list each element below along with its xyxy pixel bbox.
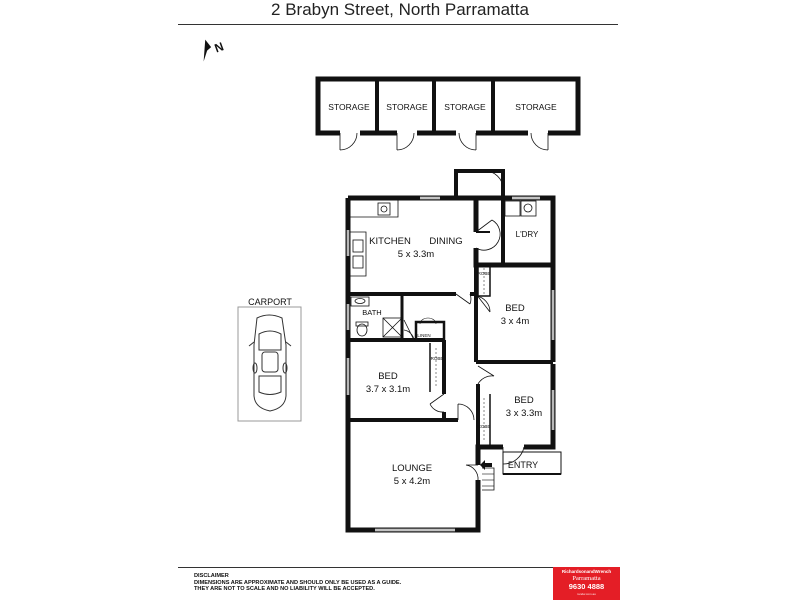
room-bed1-size: 3 x 4m (501, 316, 530, 327)
entry-arrow-icon (480, 460, 492, 470)
robe-rails (435, 268, 485, 440)
room-entry-label: ENTRY (508, 460, 538, 470)
disclaimer-line-2: THEY ARE NOT TO SCALE AND NO LIABILITY W… (194, 586, 375, 593)
page-title: 2 Brabyn Street, North Parramatta (271, 0, 529, 19)
carport (237, 306, 302, 422)
room-dining-size: 5 x 3.3m (398, 249, 435, 260)
room-linen-label: LINEN (417, 333, 430, 338)
agency-web: randw.com.au (577, 592, 596, 596)
agency-logo: RichardsonandWrench Parramatta 9630 4888… (553, 567, 620, 600)
room-bed2-label: BED (378, 371, 398, 382)
window-panes (346, 196, 555, 532)
robe-label-1: ROBE (478, 271, 491, 276)
robe-label-3: ROBE (478, 424, 491, 429)
carport-label: CARPORT (248, 297, 292, 307)
room-bed2-size: 3.7 x 3.1m (366, 384, 410, 395)
storage-label-4: STORAGE (515, 102, 557, 112)
room-bed3-label: BED (514, 395, 534, 406)
laundry-fixtures (504, 200, 537, 217)
storage-label-1: STORAGE (328, 102, 370, 112)
storage-label-3: STORAGE (444, 102, 486, 112)
doors (403, 170, 525, 481)
storage-block (315, 76, 581, 151)
bath-fixtures (350, 296, 437, 338)
disclaimer-line-1: DIMENSIONS ARE APPROXIMATE AND SHOULD ON… (194, 579, 402, 586)
agency-office: Parramatta (572, 575, 601, 582)
north-arrow-letter: N (213, 39, 226, 55)
house-walls (345, 169, 556, 533)
storage-label-2: STORAGE (386, 102, 428, 112)
title-divider (178, 24, 618, 25)
room-bath-label: BATH (362, 308, 381, 317)
windows (346, 196, 555, 532)
room-lounge-size: 5 x 4.2m (394, 476, 431, 487)
footer-divider (178, 567, 618, 568)
car-icon (248, 314, 292, 412)
room-bed1-label: BED (505, 303, 525, 314)
agency-phone: 9630 4888 (568, 582, 605, 591)
north-arrow-icon: N (197, 38, 226, 62)
room-bed3-size: 3 x 3.3m (506, 408, 543, 419)
disclaimer-title: DISCLAIMER (194, 573, 229, 579)
entry-porch (482, 451, 562, 491)
room-lounge-label: LOUNGE (392, 463, 432, 474)
room-kitchen-label: KITCHEN (369, 236, 411, 247)
room-laundry-label: L'DRY (516, 230, 539, 239)
agency-brand: RichardsonandWrench (561, 569, 612, 574)
disclaimer: DISCLAIMER DIMENSIONS ARE APPROXIMATE AN… (194, 573, 534, 593)
room-dining-label: DINING (429, 236, 462, 247)
kitchen-fixtures (349, 200, 399, 292)
robe-label-2: ROBE (431, 356, 444, 361)
